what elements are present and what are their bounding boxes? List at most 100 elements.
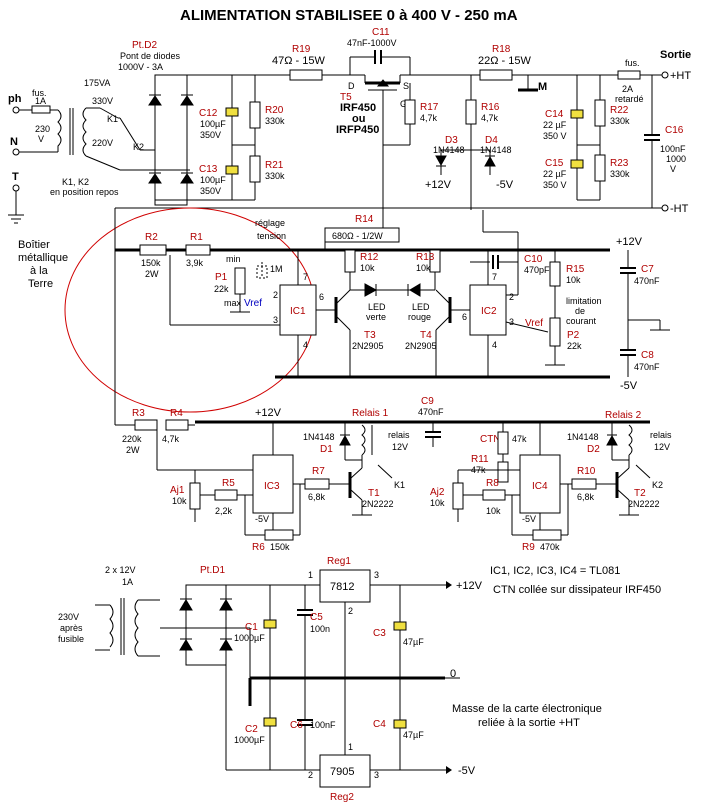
out-zero: 0	[450, 668, 456, 680]
ic4-label: IC4	[532, 481, 548, 492]
r23-resistor	[594, 154, 606, 182]
bridge-d1-name: Pt.D1	[200, 565, 225, 576]
c13-label: C13	[199, 164, 218, 175]
transformer-secondary	[82, 107, 87, 157]
c12-label: C12	[199, 108, 218, 119]
c15-capacitor	[570, 159, 584, 169]
m-label: M	[538, 81, 547, 93]
r3-value: 220k	[122, 434, 142, 444]
low-voltage-psu: 2 x 12V 1A 230V après fusible Pt.D1 7812…	[58, 556, 483, 803]
r3-label: R3	[132, 408, 145, 419]
r5-value: 2,2k	[215, 506, 233, 516]
bridge-d2-name: Pt.D2	[132, 40, 157, 51]
r2-label: R2	[145, 232, 158, 243]
c13-value: 100µF	[200, 175, 226, 185]
r8-value: 10k	[486, 506, 501, 516]
c4-capacitor	[393, 719, 407, 729]
r9-value: 470k	[540, 542, 560, 552]
p1-potentiometer	[234, 267, 246, 295]
r7-value: 6,8k	[308, 492, 326, 502]
c16-value: 100nF	[660, 144, 686, 154]
c6-value: 100nF	[310, 720, 336, 730]
r22-resistor	[594, 99, 606, 127]
c14-label: C14	[545, 109, 564, 120]
bridge-diode	[179, 639, 193, 651]
psu-mains-3: fusible	[58, 634, 84, 644]
reg1-part: 7812	[330, 581, 354, 593]
c15-value: 22 µF	[543, 169, 567, 179]
mains-input: ph N T fus. 1A 230 V 175VA 330V 220V K1 …	[8, 78, 190, 290]
relay-rest-label-2: en position repos	[50, 187, 119, 197]
c4-value: 47µF	[403, 730, 424, 740]
regulation-section: R14 680Ω - 1/2W +12V R2 150k 2W R1 3,9k …	[64, 207, 670, 425]
aj2-label: Aj2	[430, 487, 445, 498]
c2-value: 1000µF	[234, 735, 265, 745]
d3-rail-12v: +12V	[425, 179, 452, 191]
neutral-terminal	[12, 148, 20, 156]
phase-label: ph	[8, 93, 22, 105]
reg-plus12-label: +12V	[616, 236, 643, 248]
ic2-pin2: 2	[509, 292, 514, 302]
phase-terminal	[12, 106, 20, 114]
d1-label: D1	[320, 444, 333, 455]
d2-part: 1N4148	[567, 432, 599, 442]
t4-label: T4	[420, 330, 432, 341]
r15-label: R15	[566, 264, 585, 275]
r6-label: R6	[252, 542, 265, 553]
out-arrow	[446, 766, 452, 774]
relay-rest-label: K1, K2	[62, 177, 89, 187]
aj1-label: Aj1	[170, 485, 185, 496]
trafo2-current: 1A	[122, 577, 133, 587]
bridge-diode	[148, 173, 162, 184]
ic4-minus5: -5V	[522, 514, 536, 524]
ic1-pin2: 2	[273, 290, 278, 300]
r3-resistor	[134, 419, 158, 431]
fuse-value: 1A	[35, 96, 46, 106]
c9-label: C9	[421, 396, 434, 407]
r15-value: 10k	[566, 275, 581, 285]
relay1-voltage: 12V	[392, 442, 408, 452]
t5-source: S	[403, 81, 409, 91]
reg-minus5-label: -5V	[620, 380, 638, 392]
c16-unit: V	[670, 164, 676, 174]
transformer-primary	[57, 109, 62, 152]
bridge-diode	[180, 95, 194, 106]
note-masse-2: reliée à la sortie +HT	[478, 717, 580, 729]
aj1-value: 10k	[172, 496, 187, 506]
c9-value: 470nF	[418, 407, 444, 417]
c15-label: C15	[545, 158, 564, 169]
c13-capacitor	[225, 165, 239, 175]
reg2-part: 7905	[330, 766, 354, 778]
fuse-label: fus.	[32, 88, 47, 98]
r12-label: R12	[360, 252, 379, 263]
d4-label: D4	[485, 135, 498, 146]
c7-value: 470nF	[634, 276, 660, 286]
d1-part: 1N4148	[303, 432, 335, 442]
ic3-minus5: -5V	[255, 514, 269, 524]
c5-label: C5	[310, 612, 323, 623]
trafo2-rating: 2 x 12V	[105, 565, 136, 575]
ic1-pin3: 3	[273, 315, 278, 325]
t1-part: 2N2222	[362, 499, 394, 509]
neutral-label: N	[10, 136, 18, 148]
r16-resistor	[465, 99, 477, 125]
p2-value: 22k	[567, 341, 582, 351]
c1-label: C1	[245, 622, 258, 633]
mains-voltage: 230	[35, 124, 50, 134]
t5-or: ou	[352, 113, 365, 125]
t4-part: 2N2905	[405, 341, 437, 351]
tension-label: tension	[257, 231, 286, 241]
r16-label: R16	[481, 102, 500, 113]
r5-resistor	[214, 489, 238, 501]
ctn-label: CTN	[480, 434, 501, 445]
d3-label: D3	[445, 135, 458, 146]
bridge-d2-frame	[154, 74, 188, 206]
c7-label: C7	[641, 264, 654, 275]
bridge-d1-frame	[185, 584, 227, 666]
aj2-trimmer	[452, 482, 464, 510]
bridge-diode	[219, 599, 233, 611]
notes: IC1, IC2, IC3, IC4 = TL081 CTN collée su…	[452, 565, 661, 729]
relay-plus12-label: +12V	[255, 407, 282, 419]
psu-mains-2: après	[60, 623, 83, 633]
